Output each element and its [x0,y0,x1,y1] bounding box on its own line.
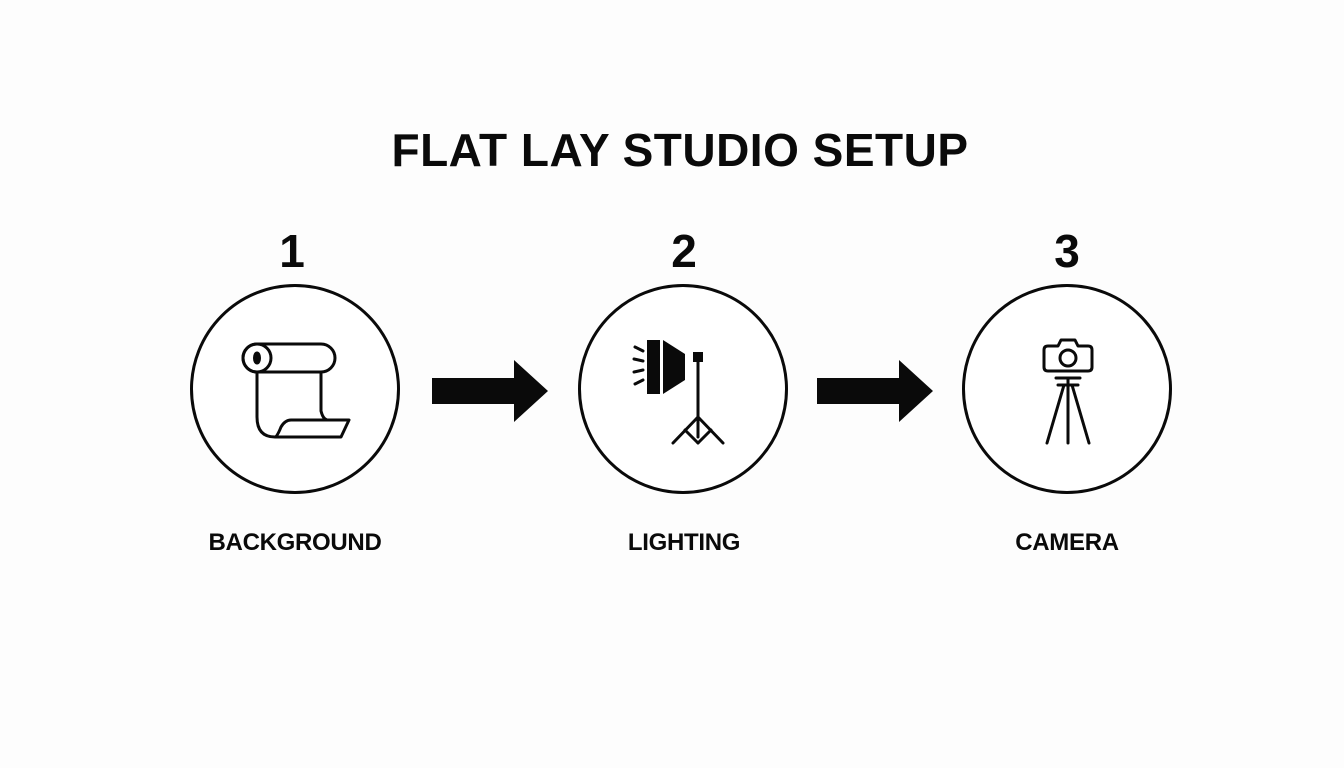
step-2-circle [578,284,788,494]
step-3-label: CAMERA [1015,529,1119,556]
step-2-number: 2 [671,225,697,277]
step-1-circle [190,284,400,494]
diagram-title: FLAT LAY STUDIO SETUP [391,124,969,176]
step-3-number: 3 [1054,225,1080,277]
step-3-circle [962,284,1172,494]
step-1-number: 1 [279,225,305,277]
step-1-label: BACKGROUND [208,529,382,556]
paper-roll-backdrop-icon [241,342,351,439]
step-2-label: LIGHTING [627,529,741,556]
softbox-light-stand-icon [632,340,725,445]
right-arrow-icon [432,360,548,422]
right-arrow-icon [817,360,933,422]
camera-on-tripod-icon [1042,338,1094,445]
